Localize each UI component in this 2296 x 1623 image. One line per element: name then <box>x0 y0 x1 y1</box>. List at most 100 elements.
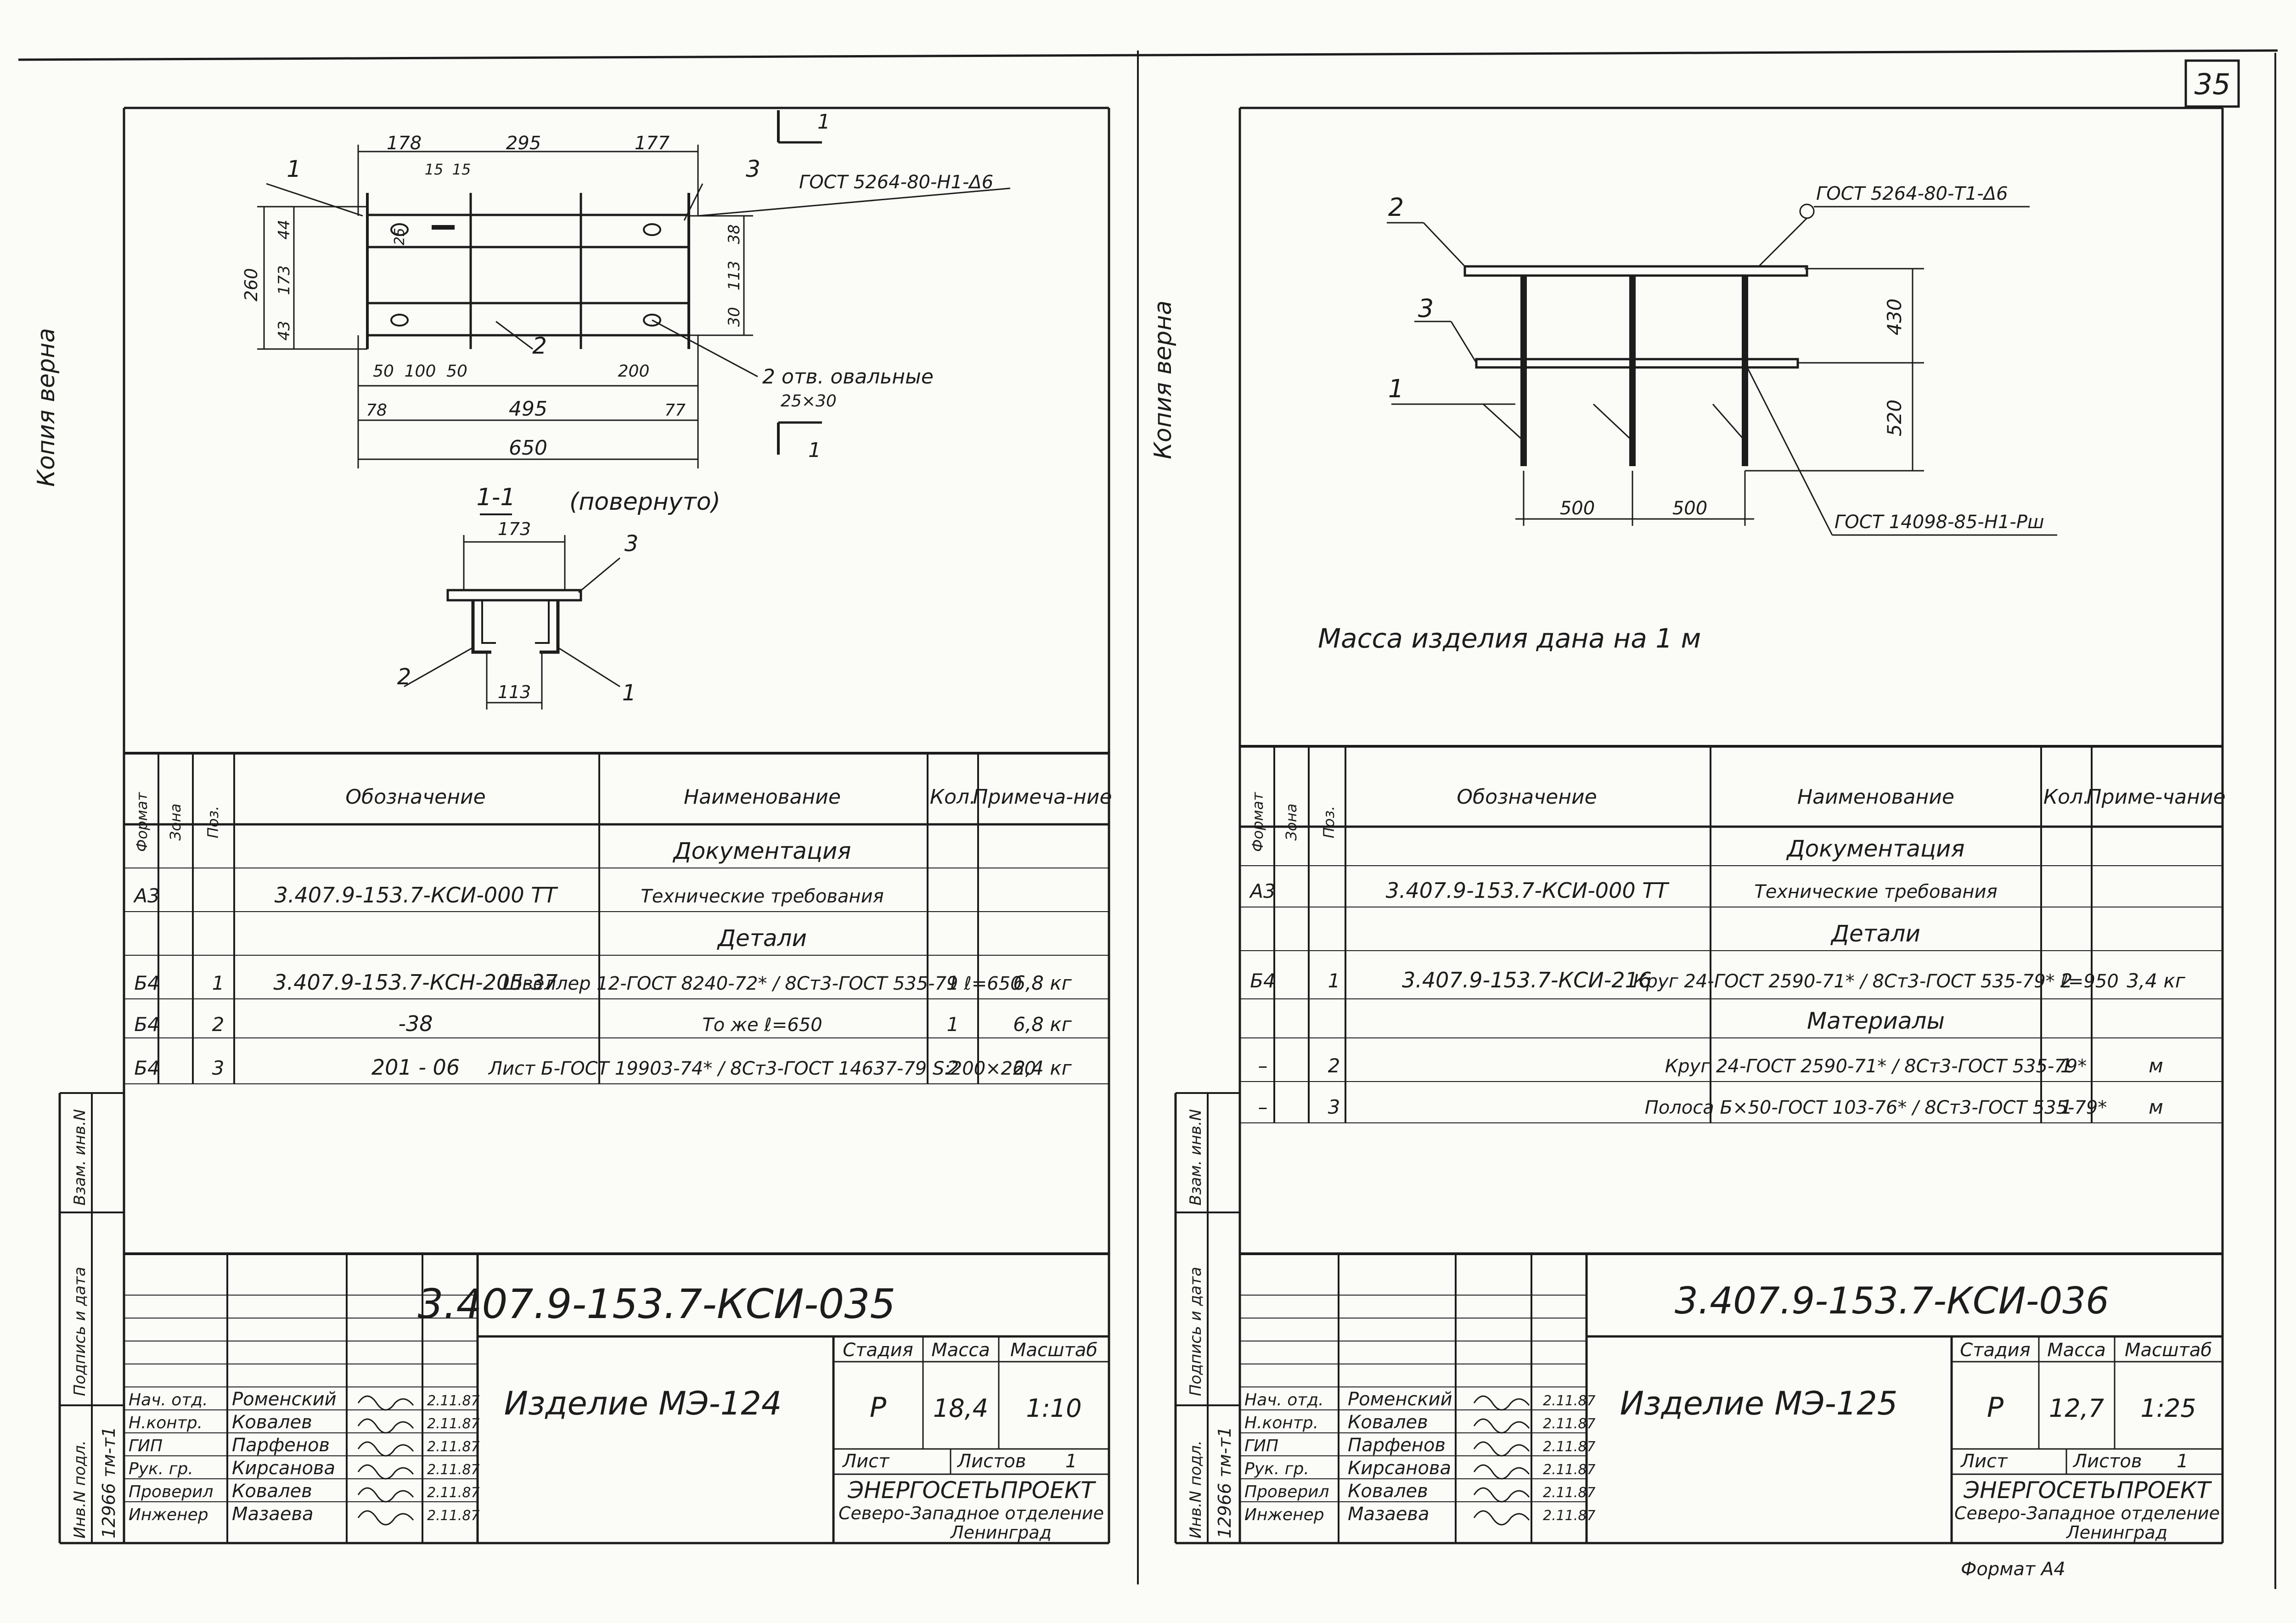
section-title: 1-1 <box>477 484 516 511</box>
left-spec-grid <box>124 752 1109 1084</box>
section-view <box>404 535 620 710</box>
section-mark-bottom: 1 <box>808 439 821 462</box>
section-dim-173: 173 <box>498 519 531 539</box>
signer-role: Нач. отд. <box>1244 1391 1324 1409</box>
signer-date: 2.11.87 <box>1543 1416 1596 1432</box>
right-mass: 12,7 <box>2049 1394 2104 1423</box>
dim-260: 260 <box>241 268 261 302</box>
right-sheet: 430 520 500 500 1 2 3 ГОСТ 5264-80-Т1-Δ6… <box>1174 107 2226 1580</box>
signer-role: Н.контр. <box>129 1414 203 1432</box>
signature-mark <box>357 1487 414 1503</box>
dim-495: 495 <box>509 397 547 421</box>
right-sign-date-label: Подпись и дата <box>1187 1267 1205 1396</box>
spec-header-qty: Кол. <box>930 785 976 809</box>
signature-mark <box>1473 1441 1530 1457</box>
spec-cell-note: м <box>2149 1096 2163 1118</box>
dim-100: 100 <box>405 362 436 381</box>
spec-cell-qty: 2 <box>2060 969 2073 992</box>
spec-cell-note: 6,8 кг <box>1013 972 1072 994</box>
right-callout-3: 3 <box>1418 294 1434 323</box>
left-sheets-count: 1 <box>1065 1451 1077 1472</box>
left-stage: Р <box>870 1392 887 1424</box>
right-sheet-label: Лист <box>1960 1451 2008 1472</box>
signer-date: 2.11.87 <box>1543 1393 1596 1409</box>
spec-cell-format: Б4 <box>1250 969 1276 992</box>
spec-header-name: Наименование <box>1797 785 1954 809</box>
dim-25: 25 <box>392 228 408 245</box>
mass-note: Масса изделия дана на 1 м <box>1318 623 1701 654</box>
left-stage-header: Стадия <box>843 1340 913 1361</box>
signer-role: Инженер <box>1244 1505 1324 1524</box>
signer-date: 2.11.87 <box>427 1462 480 1478</box>
left-sheet: 178 295 177 15 15 260 44 173 43 25 38 11… <box>58 107 1112 1544</box>
signature-mark <box>1473 1487 1530 1503</box>
signer-role: Инженер <box>129 1505 208 1524</box>
spec-cell-name: Полоса Б×50-ГОСТ 103-76* / 8Ст3-ГОСТ 535… <box>1645 1097 2107 1118</box>
right-org-sub2: Ленинград <box>2065 1522 2167 1543</box>
signer-name: Мазаева <box>232 1504 314 1525</box>
dim-178: 178 <box>387 133 422 154</box>
spec-cell-note: 6,8 кг <box>1013 1013 1072 1036</box>
signer-name: Ковалев <box>1348 1481 1428 1502</box>
spec-cell-pos: 1 <box>1328 969 1340 992</box>
spec-cell-qty: 1 <box>2060 1096 2073 1118</box>
dim-44: 44 <box>275 220 293 239</box>
spec-cell-designation: 3.407.9-153.7-КСИ-000 ТТ <box>1386 878 1670 903</box>
left-vzam-label: Взам. инв.N <box>71 1109 89 1206</box>
right-mass-header: Масса <box>2047 1340 2106 1361</box>
dim-200: 200 <box>618 362 650 381</box>
dim-50-b: 50 <box>446 362 467 381</box>
signature-mark <box>357 1418 414 1434</box>
spec-cell-name: Детали <box>717 925 807 952</box>
spec-header-format: Формат <box>133 792 151 852</box>
spec-cell-qty: 2 <box>947 1057 959 1079</box>
right-gost-top: ГОСТ 5264-80-Т1-Δ6 <box>1816 183 2008 204</box>
signer-date: 2.11.87 <box>1543 1485 1596 1501</box>
spec-cell-note: 3,4 кг <box>2127 969 2186 992</box>
signer-date: 2.11.87 <box>427 1416 480 1432</box>
spec-header-format: Формат <box>1249 792 1266 852</box>
left-doc-code: 3.407.9-153.7-КСИ-035 <box>418 1280 896 1328</box>
spec-cell-pos: 2 <box>1328 1054 1340 1077</box>
right-title-block-grid <box>1174 1092 2223 1543</box>
left-inv-number: 12966 тм-т1 <box>99 1426 119 1538</box>
left-sheets-label: Листов <box>957 1451 1026 1472</box>
spec-header-note: Приме-чание <box>2086 785 2225 809</box>
right-spec-grid <box>1240 745 2223 1123</box>
gost-weld-note: ГОСТ 5264-80-Н1-Δ6 <box>799 172 993 193</box>
spec-cell-name: Швеллер 12-ГОСТ 8240-72* / 8Ст3-ГОСТ 535… <box>502 973 1022 994</box>
signer-role: Рук. гр. <box>1244 1460 1309 1478</box>
spec-cell-qty: 1 <box>2060 1054 2073 1077</box>
section-mark-top: 1 <box>817 110 830 134</box>
left-scale: 1:10 <box>1026 1394 1081 1423</box>
right-copy-note: Копия верна <box>1149 300 1177 459</box>
spec-cell-designation: 3.407.9-153.7-КСИ-000 ТТ <box>275 883 559 907</box>
signature-mark <box>357 1510 414 1526</box>
signer-date: 2.11.87 <box>427 1485 480 1501</box>
spec-header-zone: Зона <box>167 804 184 841</box>
section-note: (повернуто) <box>569 488 720 516</box>
signature-mark <box>1473 1464 1530 1480</box>
right-vzam-label: Взам. инв.N <box>1187 1109 1205 1206</box>
page-number: 35 <box>2195 68 2231 101</box>
spec-cell-designation: -38 <box>398 1011 433 1036</box>
signer-name: Роменский <box>1348 1389 1452 1410</box>
callout-1: 1 <box>287 156 301 182</box>
left-org: ЭНЕРГОСЕТЬПРОЕКТ <box>847 1477 1096 1504</box>
right-inv-orig-label: Инв.N подл. <box>1187 1440 1205 1538</box>
signer-role: ГИП <box>129 1437 163 1455</box>
spec-header-zone: Зона <box>1283 804 1300 841</box>
signature-mark <box>1473 1395 1530 1411</box>
dim-173: 173 <box>275 265 293 295</box>
left-item-name: Изделие МЭ-124 <box>504 1385 782 1422</box>
spec-cell-name: Круг 24-ГОСТ 2590-71* / 8Ст3-ГОСТ 535-79… <box>1665 1056 2087 1077</box>
spec-cell-name: Технические требования <box>1754 881 1997 902</box>
spec-cell-pos: 1 <box>212 972 225 994</box>
spec-cell-name: Лист Б-ГОСТ 19903-74* / 8Ст3-ГОСТ 14637-… <box>488 1058 1036 1079</box>
signer-name: Роменский <box>232 1389 337 1410</box>
callout-3: 3 <box>746 156 760 182</box>
left-mass-header: Масса <box>931 1340 990 1361</box>
top-border-line <box>18 49 2278 61</box>
